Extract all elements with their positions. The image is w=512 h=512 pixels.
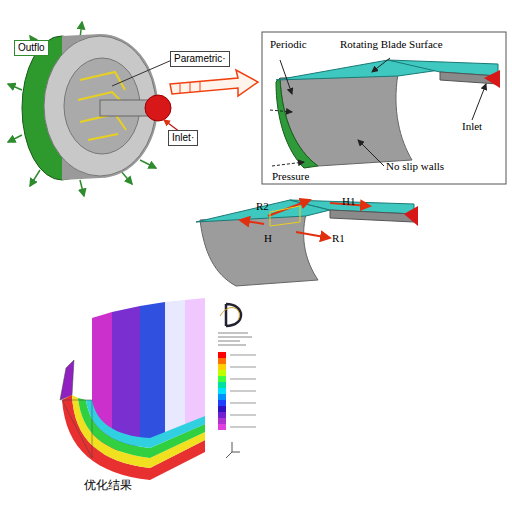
callout-box: Inlet· — [168, 130, 198, 146]
flow-arrow — [8, 84, 22, 90]
text-mark — [230, 415, 256, 416]
scale-cell — [218, 382, 226, 388]
stripe — [200, 82, 201, 91]
scale-cell — [218, 406, 226, 412]
contour-band — [165, 300, 185, 440]
pointer — [358, 140, 384, 166]
leader-line — [112, 60, 172, 86]
dimension-arrow — [296, 232, 330, 238]
scale-cell — [218, 364, 226, 370]
pointer — [472, 84, 486, 120]
dimension-label: R2 — [256, 200, 269, 213]
dimension-label: H1 — [342, 195, 355, 208]
flow-arrow — [80, 180, 84, 196]
inlet-face — [404, 206, 418, 226]
contour-band — [140, 302, 165, 446]
flow-arrow — [140, 160, 156, 168]
blade — [88, 134, 118, 140]
color-scale — [218, 352, 226, 430]
contour-band — [86, 400, 205, 448]
pump-model — [8, 22, 180, 196]
scale-cell — [218, 400, 226, 406]
contour-band — [62, 395, 205, 480]
pointer — [372, 58, 390, 72]
arrow-stripes — [180, 82, 200, 93]
periodic-face — [276, 78, 318, 168]
contour-band — [185, 298, 205, 436]
text-mark — [230, 427, 256, 428]
stripe — [190, 83, 191, 92]
text-mark — [230, 367, 256, 368]
boundary-label: Rotating Blade Surface — [340, 38, 443, 51]
scale-cell — [218, 358, 226, 364]
contour-legend — [218, 304, 256, 458]
contour-band — [112, 306, 140, 452]
scale-cell — [218, 352, 226, 358]
callout-text: Parametric· — [174, 53, 226, 65]
text-mark — [218, 337, 252, 338]
flow-arrow — [30, 170, 40, 186]
dimension-arrow — [240, 220, 264, 224]
wall — [200, 214, 318, 286]
transition-arrow — [170, 70, 258, 96]
shaft — [100, 100, 152, 116]
contour-result — [60, 298, 205, 480]
scale-cell — [218, 370, 226, 376]
blade-outline — [270, 206, 300, 226]
text-mark — [218, 333, 248, 334]
boundary-label: No slip walls — [386, 160, 444, 173]
dimension-label: R1 — [332, 232, 345, 245]
inlet-arm-side — [330, 210, 414, 222]
pointer — [270, 110, 292, 112]
contour-band — [78, 398, 205, 458]
blade — [80, 72, 125, 90]
text-mark — [218, 341, 240, 342]
caption: 优化结果 — [84, 478, 132, 492]
scale-cell — [218, 424, 226, 430]
contour-lip — [60, 360, 74, 400]
scale-cell — [218, 376, 226, 382]
logo-swoosh — [220, 308, 239, 320]
illegible-text — [218, 333, 252, 345]
domain-frame — [262, 32, 506, 184]
casing-face — [44, 36, 156, 176]
axis-triad — [226, 442, 240, 458]
boundary-label: Periodic — [270, 38, 307, 51]
flow-domain — [270, 58, 500, 168]
callout-box: Outflo — [14, 40, 49, 56]
callout-text: Inlet· — [172, 132, 194, 144]
scale-cell — [218, 412, 226, 418]
flow-arrow — [8, 135, 22, 142]
stripe — [180, 84, 181, 93]
parameter-model — [196, 200, 418, 286]
pointer — [272, 162, 304, 166]
pointer — [280, 60, 292, 94]
text-mark — [230, 391, 256, 392]
illegible-text — [230, 355, 256, 427]
callout-text: Outflo — [18, 42, 45, 54]
boundary-label: Pressure — [272, 170, 309, 183]
dimension-label: H — [264, 232, 272, 245]
inlet-face — [484, 70, 500, 88]
text-mark — [230, 379, 256, 380]
callout-box: Parametric· — [170, 51, 230, 67]
scale-cell — [218, 388, 226, 394]
text-mark — [230, 403, 256, 404]
scale-cell — [218, 418, 226, 424]
inlet-circle — [145, 95, 171, 121]
text-mark — [218, 345, 246, 346]
text-mark — [230, 355, 256, 356]
boundary-label: Inlet — [462, 120, 482, 133]
outline — [62, 400, 92, 458]
scale-cell — [218, 394, 226, 400]
